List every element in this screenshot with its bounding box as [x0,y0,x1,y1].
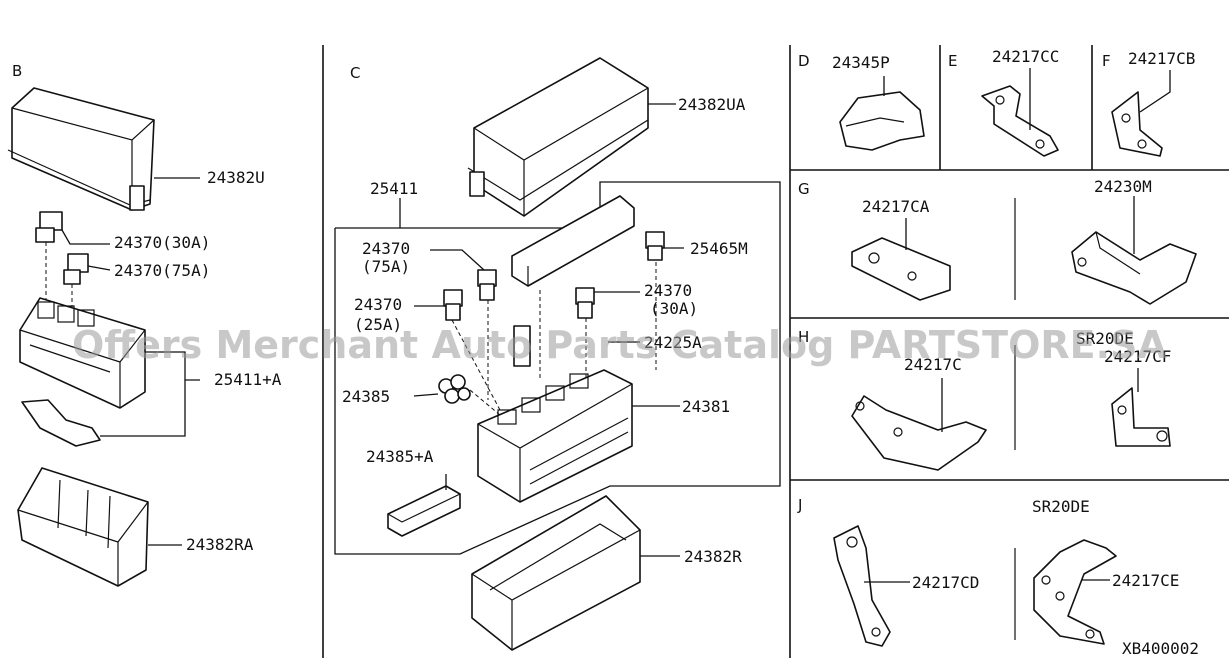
part-label-24382ua[interactable]: 24382UA [678,95,746,114]
part-label-24225a[interactable]: 24225A [644,333,702,352]
part-label-24230m[interactable]: 24230M [1094,177,1152,196]
section-b-drawing [7,87,200,587]
section-label-j: J [797,496,802,514]
section-label-h: H [798,328,809,346]
part-label-24382ra[interactable]: 24382RA [186,535,254,554]
part-label-30a[interactable]: (30A) [650,299,698,318]
section-label-c: C [350,64,360,82]
part-label-25465m[interactable]: 25465M [690,239,748,258]
section-j-drawing [833,525,1117,647]
part-label-24217cf[interactable]: 24217CF [1104,347,1171,366]
part-label-24382r[interactable]: 24382R [684,547,742,566]
part-label-75a[interactable]: (75A) [362,257,410,276]
part-label-24370-30a-b[interactable]: 24370(30A) [114,233,210,252]
part-label-24385a[interactable]: 24385+A [366,447,434,466]
part-label-25411a-b[interactable]: 25411+A [214,370,282,389]
section-c-drawing [334,57,781,651]
part-label-24385[interactable]: 24385 [342,387,390,406]
part-label-24217ce[interactable]: 24217CE [1112,571,1179,590]
section-label-b: B [12,62,22,80]
part-label-24217cb[interactable]: 24217CB [1128,49,1195,68]
part-label-24345p[interactable]: 24345P [832,53,890,72]
section-label-f: F [1102,52,1111,70]
part-label-25a[interactable]: (25A) [354,315,402,334]
section-g-drawing [851,196,1197,305]
part-label-24217cd[interactable]: 24217CD [912,573,979,592]
section-label-g: G [798,180,810,198]
part-label-24217c[interactable]: 24217C [904,355,962,374]
part-label-24370-75a-c[interactable]: 24370 [362,239,410,258]
part-label-24370-75a-b[interactable]: 24370(75A) [114,261,210,280]
watermark-text: Offers Merchant Auto Parts Catalog PARTS… [72,323,1167,367]
part-label-24217cc[interactable]: 24217CC [992,47,1059,66]
part-label-24381[interactable]: 24381 [682,397,730,416]
engine-label-h: SR20DE [1076,329,1134,348]
part-label-24370-30a-c[interactable]: 24370 [644,281,692,300]
part-label-24217ca[interactable]: 24217CA [862,197,930,216]
section-label-e: E [948,52,957,70]
engine-label-j: SR20DE [1032,497,1090,516]
part-label-25411[interactable]: 25411 [370,179,418,198]
diagram-code: XB400002 [1122,639,1199,658]
section-def-drawing [839,68,1171,157]
section-label-d: D [798,52,810,70]
section-dividers [322,45,1229,658]
part-label-24370-25a[interactable]: 24370 [354,295,402,314]
part-label-24382u[interactable]: 24382U [207,168,265,187]
section-h-drawing [851,368,1171,471]
